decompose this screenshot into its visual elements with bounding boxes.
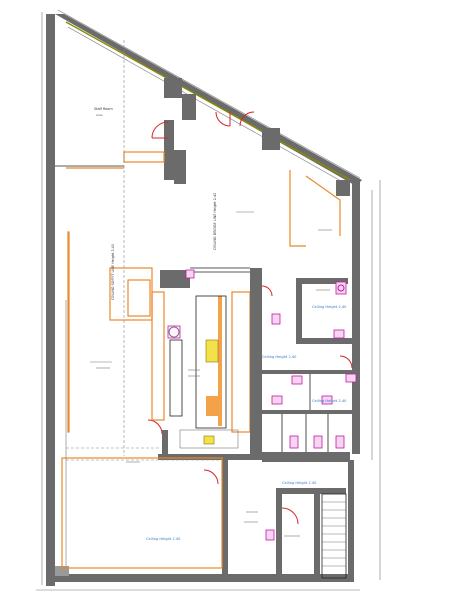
- ceiling-soffit-label: CEILING SOFFIT LINE Height 2.40: [111, 244, 115, 300]
- toilet-fixtures: [185, 269, 357, 541]
- doors: [147, 111, 353, 525]
- window-strip: [65, 21, 351, 186]
- upper-room: Staff Room Area: [55, 107, 165, 169]
- ceiling-lines: [61, 40, 223, 569]
- stairs: [321, 493, 347, 579]
- ceiling-height-main: Ceiling Height 2.40: [146, 537, 181, 541]
- svg-text:Staff Room: Staff Room: [94, 107, 113, 111]
- structural-columns: [164, 78, 350, 196]
- small-annotations: [90, 211, 332, 537]
- exterior-walls: [46, 14, 362, 586]
- ceiling-bridge-label: CEILING BRIDGE LINE Height 2.40: [213, 193, 217, 250]
- ceiling-height-bar: Ceiling Height 2.40: [312, 305, 347, 309]
- dimension-lines: [36, 9, 381, 591]
- ceiling-height-corridor: Ceiling Height 2.40: [282, 481, 317, 485]
- ceiling-height-toilet: Ceiling Height 2.40: [262, 355, 297, 359]
- inner-walls: [158, 267, 352, 578]
- svg-text:Area: Area: [96, 113, 103, 117]
- ceiling-height-disabled: Ceiling Height 2.40: [312, 399, 347, 403]
- bar-island: [167, 295, 239, 449]
